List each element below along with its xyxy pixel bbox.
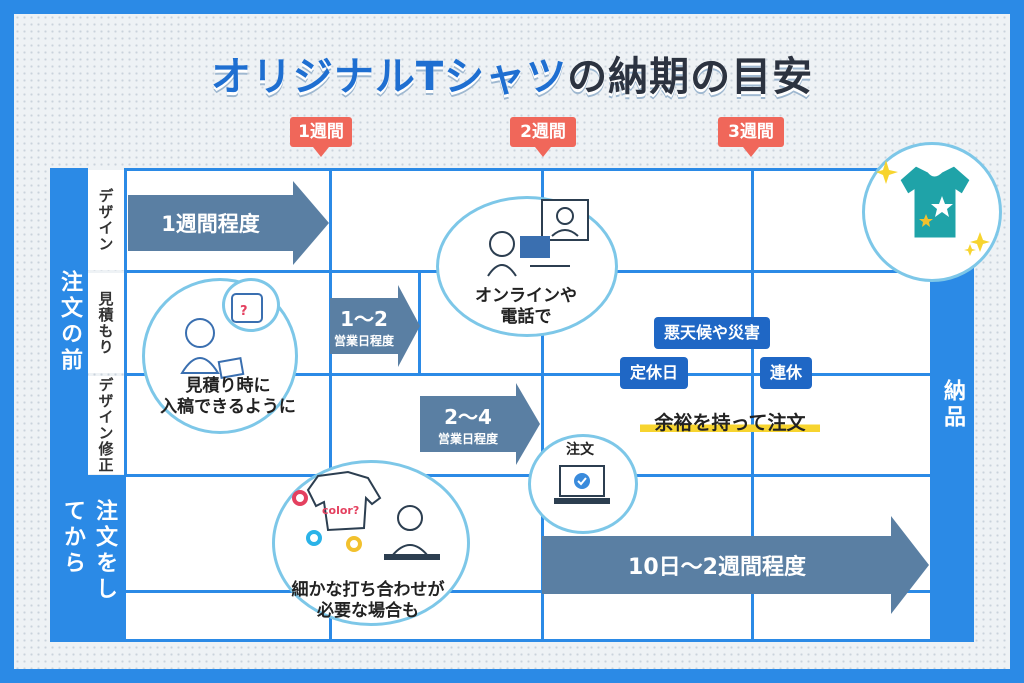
arrow-design: 1週間程度 (128, 195, 293, 251)
meeting-bubble-text: 細かな打ち合わせが必要な場合も (291, 580, 445, 621)
margin-note: 余裕を持って注文 (640, 408, 820, 435)
week-marker-1: 1週間 (290, 117, 352, 157)
after-order-label: 注文をしてから (50, 475, 126, 642)
week-marker-2: 2週間 (510, 117, 576, 157)
row-label-revision: デザイン修正 (88, 376, 124, 474)
arrow-design-head (293, 181, 329, 265)
tshirt-icon (876, 160, 990, 256)
arrow-estimate: 1〜2 営業日程度 (330, 298, 398, 354)
title-sub: の納期の目安 (567, 54, 814, 100)
title-main: オリジナルTシャツ (210, 54, 568, 100)
week-marker-3: 3週間 (718, 117, 784, 157)
order-bubble-label: 注文 (566, 442, 594, 458)
arrow-after-order-head (891, 516, 929, 614)
tag-bad-weather: 悪天候や災害 (654, 317, 771, 349)
online-bubble-text: オンラインや電話で (475, 286, 577, 327)
page-title: オリジナルTシャツの納期の目安 (0, 44, 1024, 102)
estimate-bubble-text: 見積り時に入稿できるように (160, 376, 296, 417)
arrow-revision: 2〜4 営業日程度 (420, 396, 516, 452)
tag-holiday: 定休日 (620, 357, 689, 389)
online-meeting-icon (487, 199, 589, 277)
row-label-design: デザイン (88, 170, 124, 270)
svg-text:?: ? (240, 304, 248, 319)
laptop-icon (554, 465, 610, 504)
row-label-estimate: 見積もり (88, 273, 124, 373)
tag-consecutive-holidays: 連休 (760, 357, 813, 389)
arrow-estimate-head (398, 285, 420, 367)
person-thinking-icon: ? (180, 293, 263, 379)
color-question-label: color? (322, 504, 359, 517)
arrow-revision-head (516, 383, 540, 465)
arrow-after-order: 10日〜2週間程度 (542, 536, 892, 594)
meeting-icon: color? (292, 470, 440, 560)
before-order-label: 注文の前 (50, 168, 88, 475)
